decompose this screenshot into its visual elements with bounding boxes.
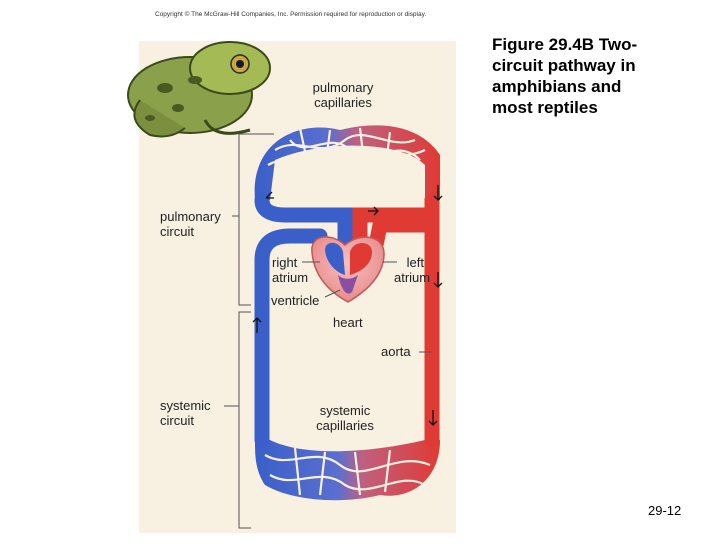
label-line: atrium xyxy=(394,270,431,285)
label-leaders xyxy=(302,261,432,353)
label-line: capillaries xyxy=(314,95,372,110)
figure-title-line: Figure 29.4B Two- xyxy=(492,35,638,54)
figure-title: Figure 29.4B Two- circuit pathway in amp… xyxy=(492,34,692,118)
label-line: pulmonary xyxy=(160,209,221,224)
frog-illustration xyxy=(127,41,271,138)
systemic-circuit-label: systemic circuit xyxy=(160,398,211,428)
pulmonary-capillary-bed xyxy=(254,125,440,200)
ventricle-label: ventricle xyxy=(271,293,320,308)
arrow-right-icon xyxy=(368,206,379,216)
label-line: circuit xyxy=(160,413,194,428)
aorta-label: aorta xyxy=(381,344,411,359)
circuit-brackets xyxy=(224,133,274,529)
copyright-notice: Copyright © The McGraw-Hill Companies, I… xyxy=(155,11,427,18)
slide-number: 29-12 xyxy=(648,503,682,518)
arrow-up-icon xyxy=(252,317,262,333)
left-atrium-label: left atrium xyxy=(394,255,431,285)
flow-arrows xyxy=(252,185,443,426)
oxygen-poor-vessels xyxy=(254,192,353,448)
figure-title-line: most reptiles xyxy=(492,98,598,117)
label-line: circuit xyxy=(160,224,194,239)
arrow-down-mid-icon xyxy=(433,272,443,288)
label-line: pulmonary xyxy=(312,80,374,95)
heart xyxy=(311,236,385,303)
arrow-pulmonary-return-icon xyxy=(265,191,274,199)
right-atrium-label: right atrium xyxy=(272,255,308,285)
figure-title-line: amphibians and xyxy=(492,77,622,96)
systemic-capillary-bed xyxy=(255,440,440,501)
arrow-down-top-icon xyxy=(433,185,443,201)
pulmonary-circuit-label: pulmonary circuit xyxy=(160,209,221,239)
label-line: atrium xyxy=(272,270,309,285)
arrow-down-bottom-icon xyxy=(428,410,438,426)
pulmonary-capillaries-label: pulmonary capillaries xyxy=(303,80,383,110)
systemic-capillaries-label: systemic capillaries xyxy=(305,403,385,433)
label-line: systemic xyxy=(160,398,211,413)
label-line: left xyxy=(406,255,424,270)
label-line: capillaries xyxy=(316,418,374,433)
label-line: right xyxy=(272,255,298,270)
label-line: systemic xyxy=(319,403,371,418)
figure-title-line: circuit pathway in xyxy=(492,56,636,75)
heart-label: heart xyxy=(333,315,363,330)
